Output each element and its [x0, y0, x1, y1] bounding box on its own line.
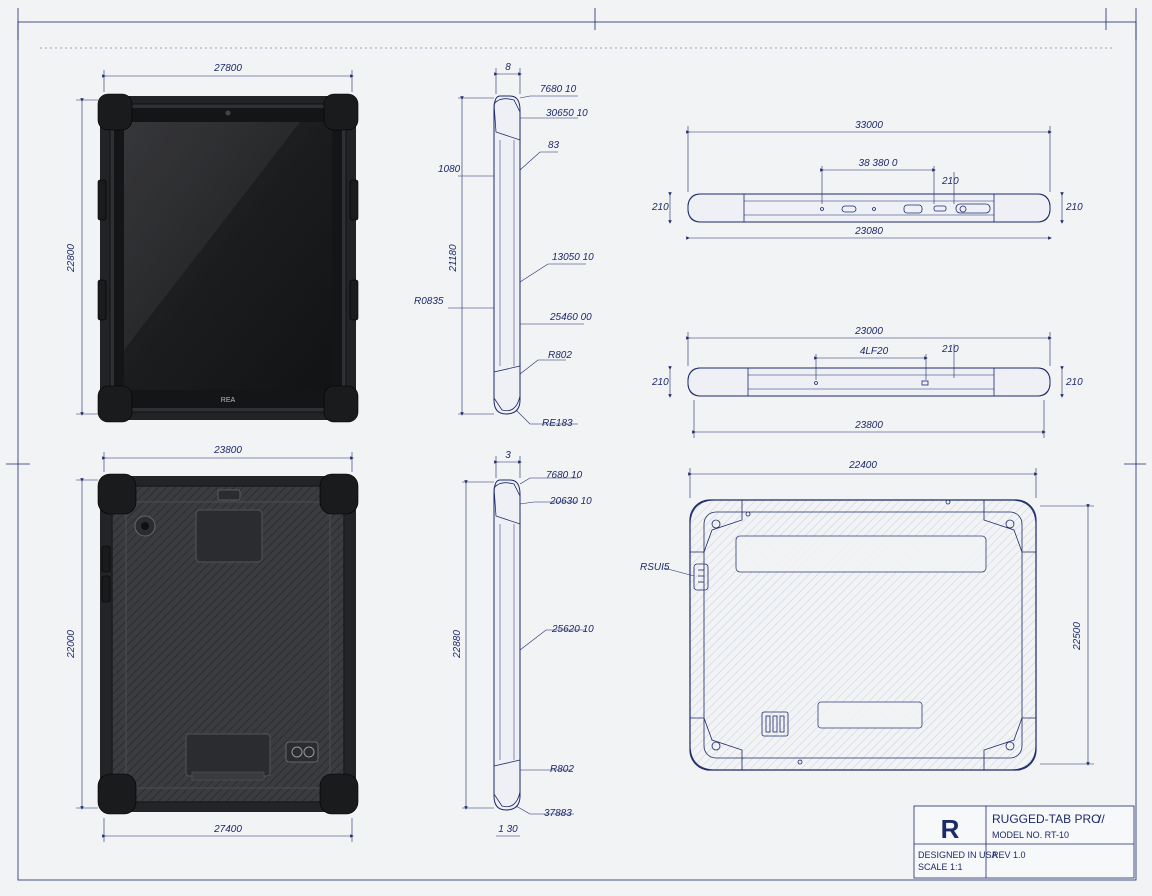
side-view-upper: 8 7680 10 30650 10 83 1080 21180 13050 1… — [414, 62, 594, 429]
back-width-bottom-label: 27400 — [213, 824, 242, 835]
brand-logo: R — [941, 814, 960, 844]
title-block: R RUGGED-TAB PRO // MODEL NO. RT-10 DESI… — [913, 805, 1135, 879]
usb-c-port-icon — [841, 205, 857, 213]
side1-left-callout-2: R0835 — [414, 296, 444, 307]
side2-bottom: 1 30 — [498, 824, 518, 835]
top-edge-view: 33000 38 380 0 210 210 210 23080 — [651, 120, 1083, 240]
back-height-label: 22000 — [66, 630, 77, 659]
side1-callout-5: 25460 00 — [549, 312, 592, 323]
top1-bottom: 23080 — [854, 226, 883, 237]
front-logo: REA — [221, 397, 236, 404]
top2-bottom: 23800 — [854, 420, 883, 431]
side1-height: 21180 — [448, 244, 459, 273]
side2-callout-3: 25620 10 — [551, 624, 594, 635]
model-number: MODEL NO. RT-10 — [992, 830, 1069, 840]
side1-depth: 8 — [505, 62, 511, 73]
back-view: 23800 27400 22000 — [66, 445, 359, 842]
front-view: REA 27800 22800 — [66, 63, 359, 423]
side-port-icon — [693, 563, 709, 591]
sim-tray-icon — [761, 711, 789, 737]
scale-label: SCALE 1:1 — [918, 862, 963, 872]
bottom-edge-view: 23000 4LF20 210 210 210 23800 — [651, 326, 1083, 438]
side2-callout-1: 7680 10 — [546, 470, 583, 481]
top1-right2: 210 — [1065, 202, 1083, 213]
top1-inner: 38 380 0 — [859, 158, 898, 169]
front-camera-icon — [225, 110, 231, 116]
side2-callout-4: R802 — [550, 764, 574, 775]
side1-callout-1: 7680 10 — [540, 84, 577, 95]
side-view-lower: 3 7680 10 20630 10 22880 25620 10 R802 3… — [452, 450, 594, 837]
side1-callout-7: RE183 — [542, 418, 573, 429]
side1-callout-3: 83 — [548, 140, 560, 151]
top2-right: 210 — [941, 344, 959, 355]
side2-height: 22880 — [452, 630, 463, 659]
side1-callout-2: 30650 10 — [546, 108, 588, 119]
top1-left: 210 — [651, 202, 669, 213]
product-name: RUGGED-TAB PRO — [992, 812, 1100, 826]
usb-port-icon — [217, 489, 241, 501]
mic-hole-icon — [820, 207, 824, 211]
front-width-label: 27800 — [213, 63, 242, 74]
top1-width: 33000 — [855, 120, 883, 131]
back-width-top-label: 23800 — [213, 445, 242, 456]
top1-right: 210 — [941, 176, 959, 187]
side2-depth: 3 — [505, 450, 511, 461]
top2-inner: 4LF20 — [860, 346, 889, 357]
back-outline-height: 22500 — [1072, 622, 1083, 651]
top2-left: 210 — [651, 377, 669, 388]
back-outline-left: RSUI5 — [640, 562, 670, 573]
side1-callout-4: 13050 10 — [552, 252, 594, 263]
power-button-icon — [955, 203, 991, 214]
back-outline-width: 22400 — [848, 460, 877, 471]
designed-in: DESIGNED IN USA — [918, 850, 998, 860]
side1-callout-6: R802 — [548, 350, 572, 361]
back-outline-view: 22400 22500 RSUI5 — [640, 460, 1094, 771]
revision: REV 1.0 — [992, 850, 1026, 860]
side2-callout-5: 37883 — [544, 808, 572, 819]
sheet-border — [6, 8, 1146, 881]
front-height-label: 22800 — [66, 244, 77, 273]
side2-callout-2: 20630 10 — [549, 496, 592, 507]
pogo-connector-icon — [285, 741, 319, 763]
side1-left-callout: 1080 — [438, 164, 461, 175]
title-slashes: // — [1098, 812, 1105, 826]
top2-width: 23000 — [854, 326, 883, 337]
hdmi-port-icon — [903, 204, 923, 214]
top2-right2: 210 — [1065, 377, 1083, 388]
